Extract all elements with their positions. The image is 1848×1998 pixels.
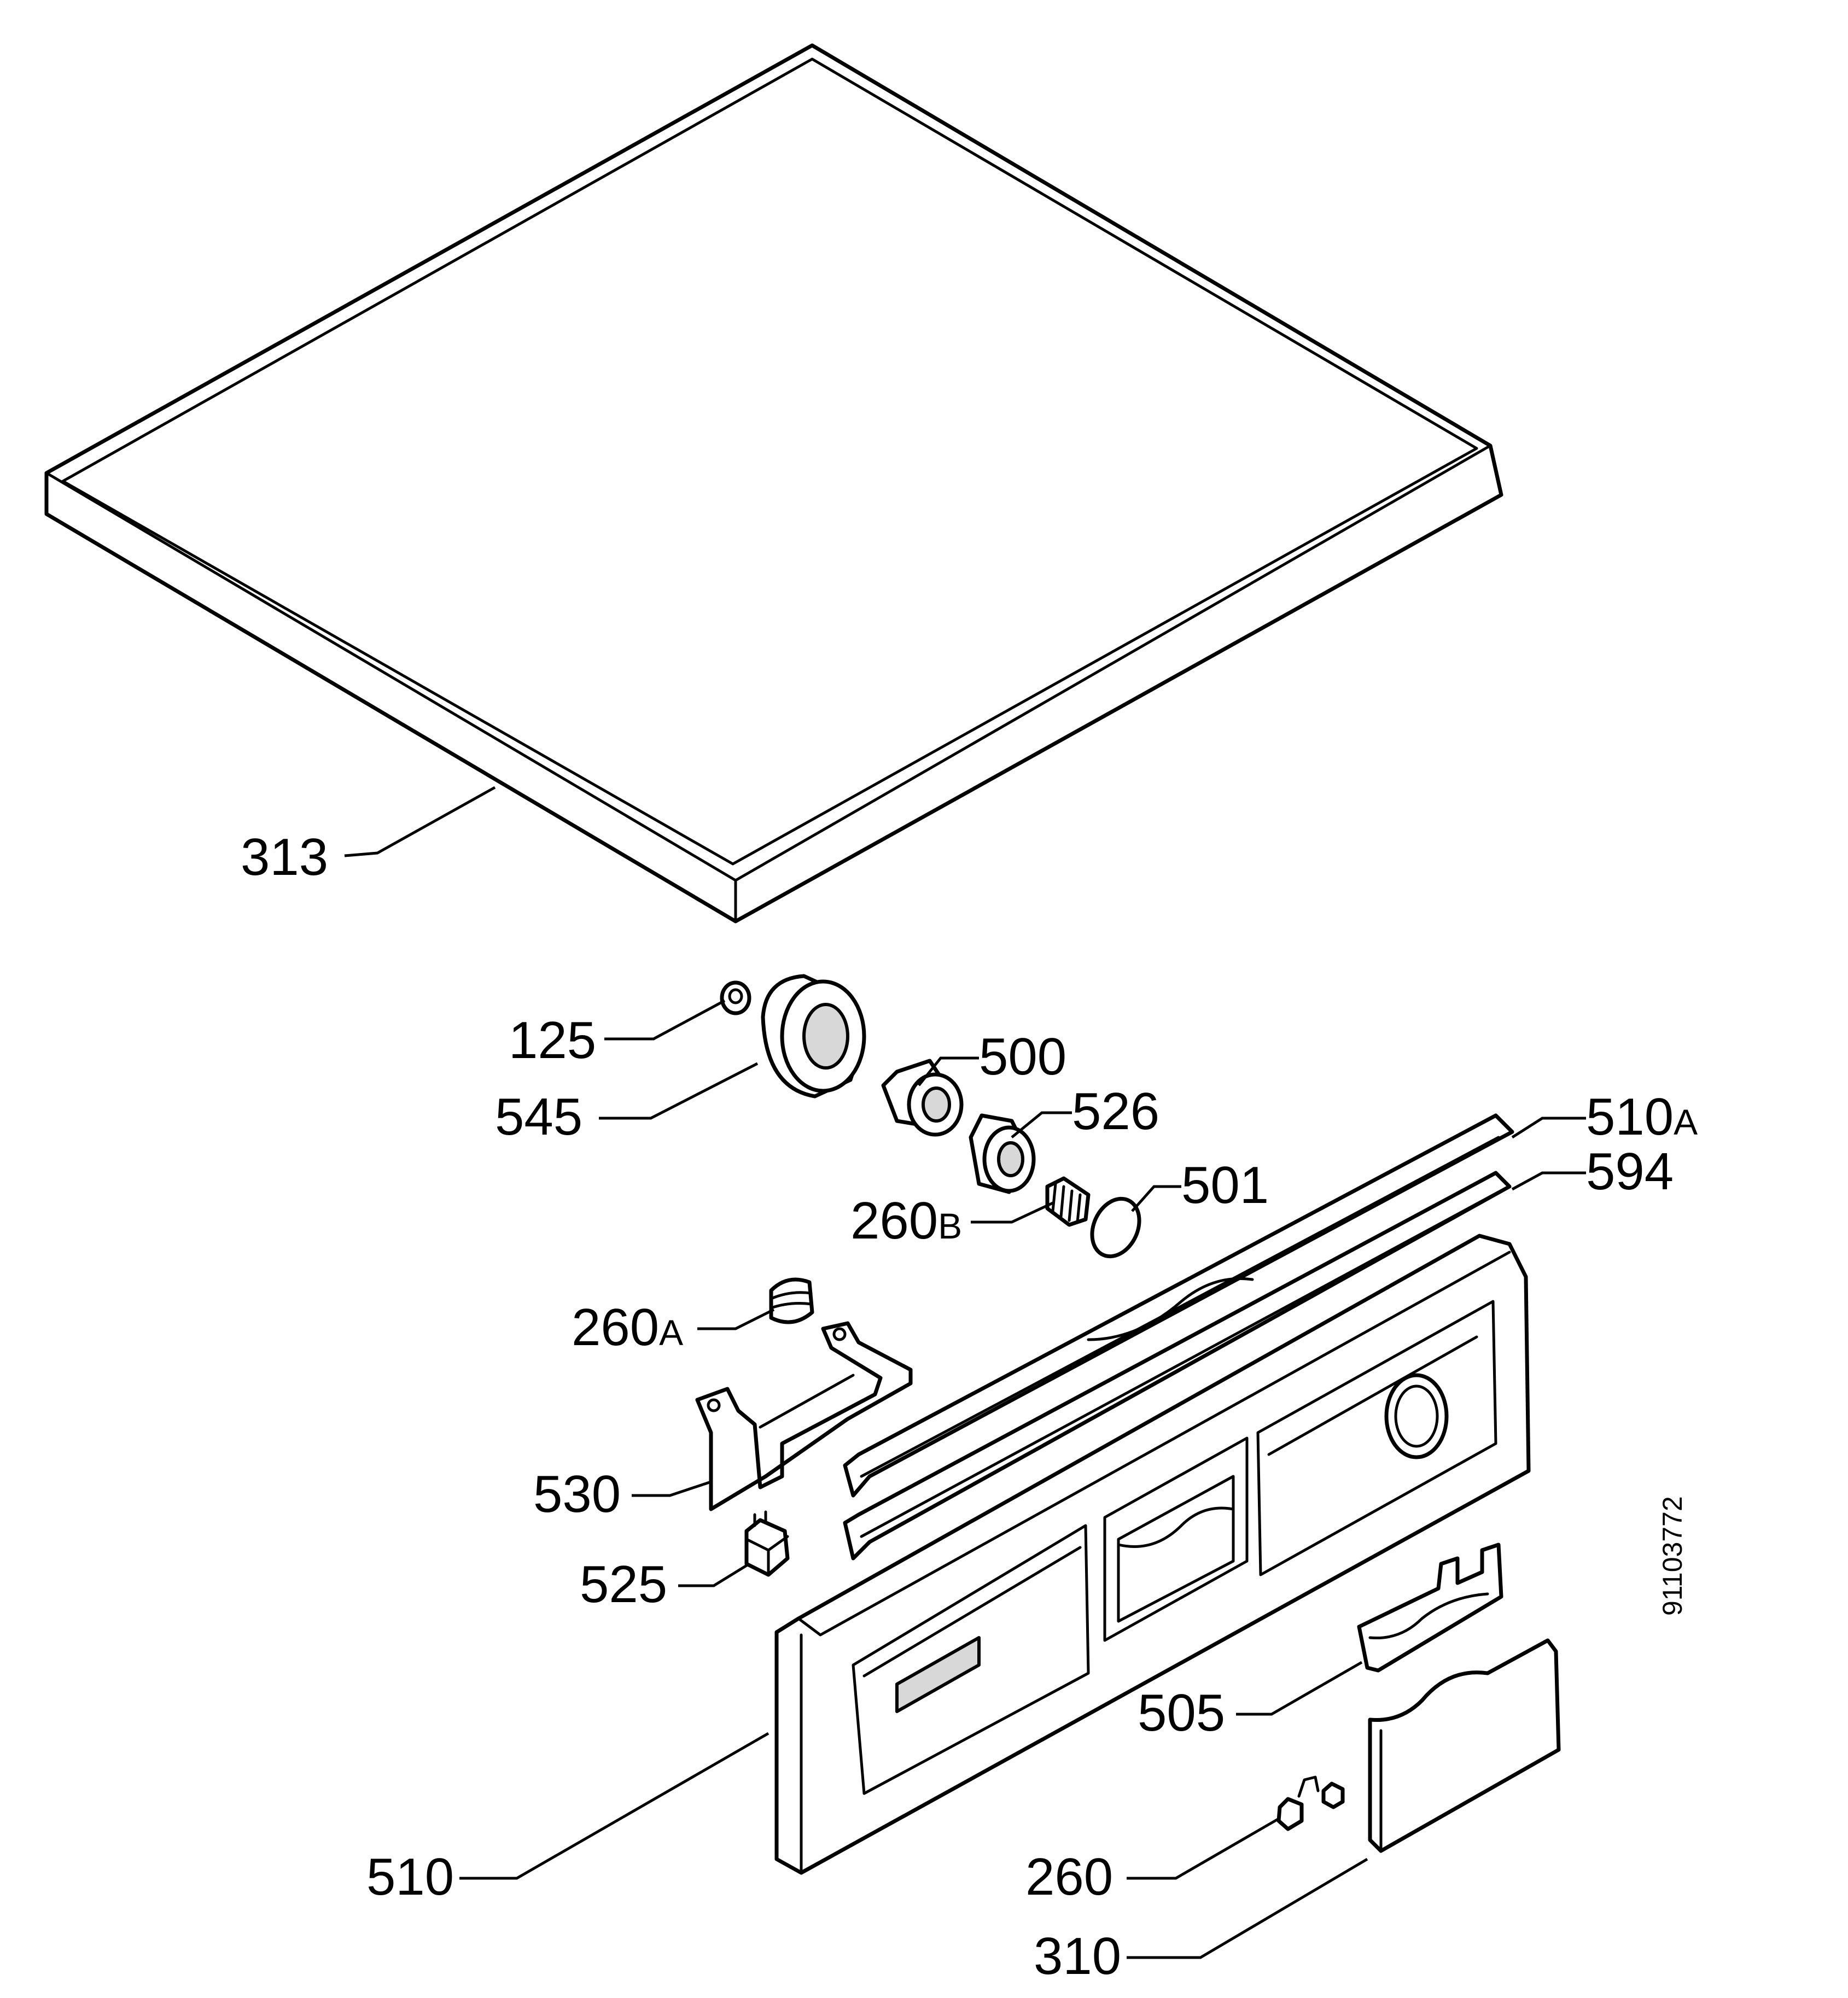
label-545: 545 (495, 1088, 582, 1146)
label-530: 530 (533, 1465, 621, 1523)
part-545-knob-bezel (761, 974, 866, 1099)
part-530-bracket (695, 1321, 913, 1511)
part-594-lower-strip (843, 1171, 1512, 1561)
part-labels: 313 125 545 500 526 501 260B 510A 594 26… (241, 828, 1698, 1985)
label-260b: 260B (850, 1191, 962, 1250)
leader-lines (344, 786, 1586, 1959)
part-505-door-frame (1357, 1543, 1503, 1673)
label-125: 125 (509, 1011, 596, 1070)
part-525-switch (744, 1510, 790, 1577)
label-260a: 260A (572, 1298, 683, 1357)
part-260-spring (1276, 1775, 1345, 1831)
label-310: 310 (1034, 1927, 1121, 1985)
label-510: 510 (366, 1848, 454, 1906)
label-501: 501 (1181, 1156, 1269, 1214)
document-number: 91103772 (1657, 1496, 1688, 1616)
label-260: 260 (1025, 1848, 1113, 1906)
part-260b-spring (1045, 1176, 1091, 1227)
label-594: 594 (1586, 1142, 1674, 1201)
label-500: 500 (979, 1027, 1066, 1086)
part-260a-spring (769, 1277, 814, 1324)
part-501-o-ring (1090, 1196, 1141, 1259)
part-510a-upper-strip (843, 1113, 1514, 1498)
part-526-knob-ring (969, 1113, 1036, 1194)
part-510-control-panel (774, 1234, 1531, 1875)
label-525: 525 (580, 1555, 667, 1614)
part-500-knob (881, 1059, 964, 1137)
part-313-top-cover (44, 43, 1503, 924)
part-125-nut (720, 980, 751, 1015)
part-310-door (1368, 1638, 1561, 1853)
label-510a: 510A (1586, 1088, 1698, 1146)
label-313: 313 (241, 828, 328, 886)
label-526: 526 (1072, 1082, 1159, 1141)
label-505: 505 (1138, 1684, 1225, 1742)
